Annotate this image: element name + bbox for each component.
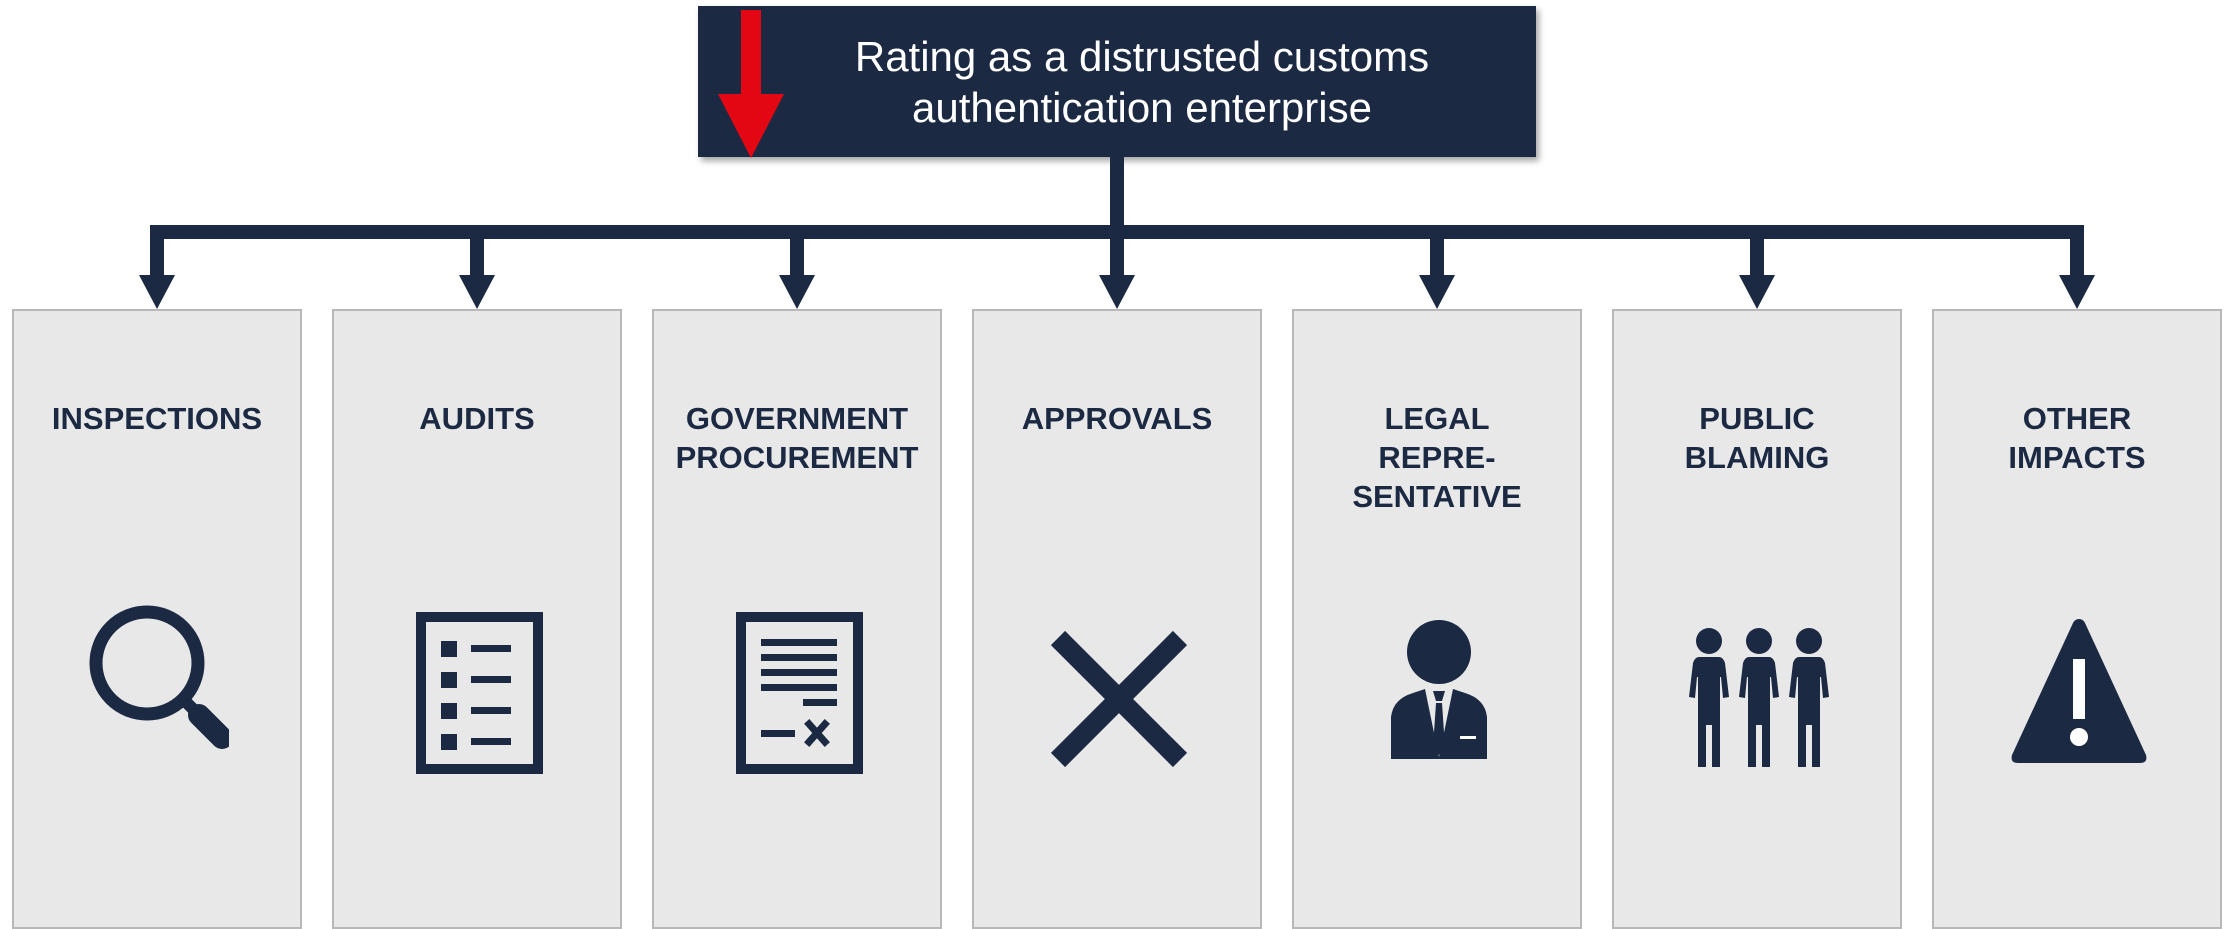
column-label: AUDITS [419, 401, 535, 436]
column-label: OTHER IMPACTS [2008, 401, 2146, 475]
column-label: GOVERNMENT PROCUREMENT [675, 401, 919, 475]
column-public-blaming: PUBLIC BLAMING [1612, 309, 1902, 929]
connector-drop [150, 225, 164, 275]
column-label: APPROVALS [1021, 401, 1213, 436]
arrowhead-icon [139, 275, 175, 309]
header-box: Rating as a distrusted customs authentic… [698, 6, 1536, 158]
column-inspections: INSPECTIONS [12, 309, 302, 929]
arrowhead-icon [1739, 275, 1775, 309]
column-label: INSPECTIONS [51, 401, 263, 436]
column-legal-representative: LEGAL REPRE- SENTATIVE [1292, 309, 1582, 929]
group-people-icon [1689, 597, 1829, 777]
arrowhead-icon [779, 275, 815, 309]
column-label: PUBLIC BLAMING [1684, 401, 1830, 475]
connector-drop [790, 225, 804, 275]
column-approvals: APPROVALS [972, 309, 1262, 929]
arrowhead-icon [1419, 275, 1455, 309]
cross-icon [1049, 597, 1189, 777]
warning-icon [2009, 597, 2149, 777]
arrowhead-icon [1099, 275, 1135, 309]
column-government-procurement: GOVERNMENT PROCUREMENT [652, 309, 942, 929]
column-other-impacts: OTHER IMPACTS [1932, 309, 2222, 929]
connector-drop [1430, 225, 1444, 275]
column-audits: AUDITS [332, 309, 622, 929]
contract-icon [729, 597, 869, 777]
arrowhead-icon [2059, 275, 2095, 309]
connector-drop [470, 225, 484, 275]
business-person-icon [1369, 597, 1509, 777]
magnifier-icon [89, 597, 233, 777]
connector-drop [2070, 225, 2084, 275]
connector-drop [1750, 225, 1764, 275]
column-label: LEGAL REPRE- SENTATIVE [1352, 401, 1522, 514]
checklist-icon [409, 597, 549, 777]
arrowhead-icon [459, 275, 495, 309]
down-arrow-icon [718, 10, 784, 158]
connector-drop [1110, 225, 1124, 275]
header-title: Rating as a distrusted customs authentic… [854, 32, 1430, 131]
